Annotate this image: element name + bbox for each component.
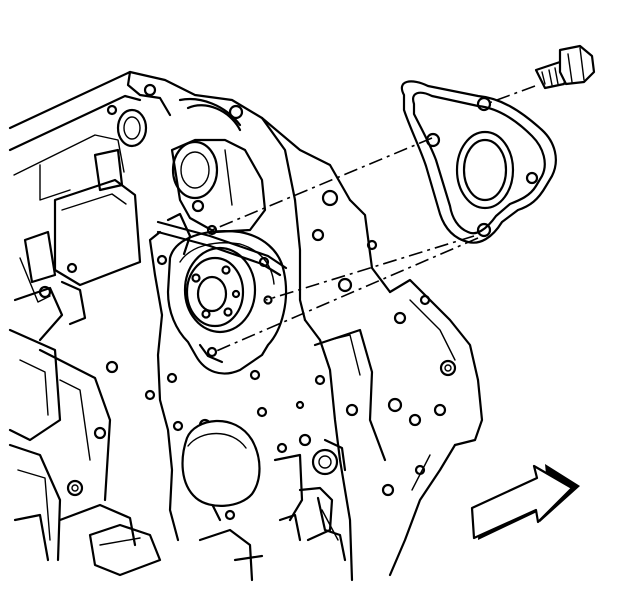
flange-icon xyxy=(156,220,288,375)
gasket-icon xyxy=(400,80,557,244)
arrow-right-icon xyxy=(470,464,580,540)
plug-icon xyxy=(181,419,261,507)
bolt-icon xyxy=(534,44,596,90)
engine-block-icon xyxy=(8,70,484,582)
alignment-lines xyxy=(211,85,536,353)
